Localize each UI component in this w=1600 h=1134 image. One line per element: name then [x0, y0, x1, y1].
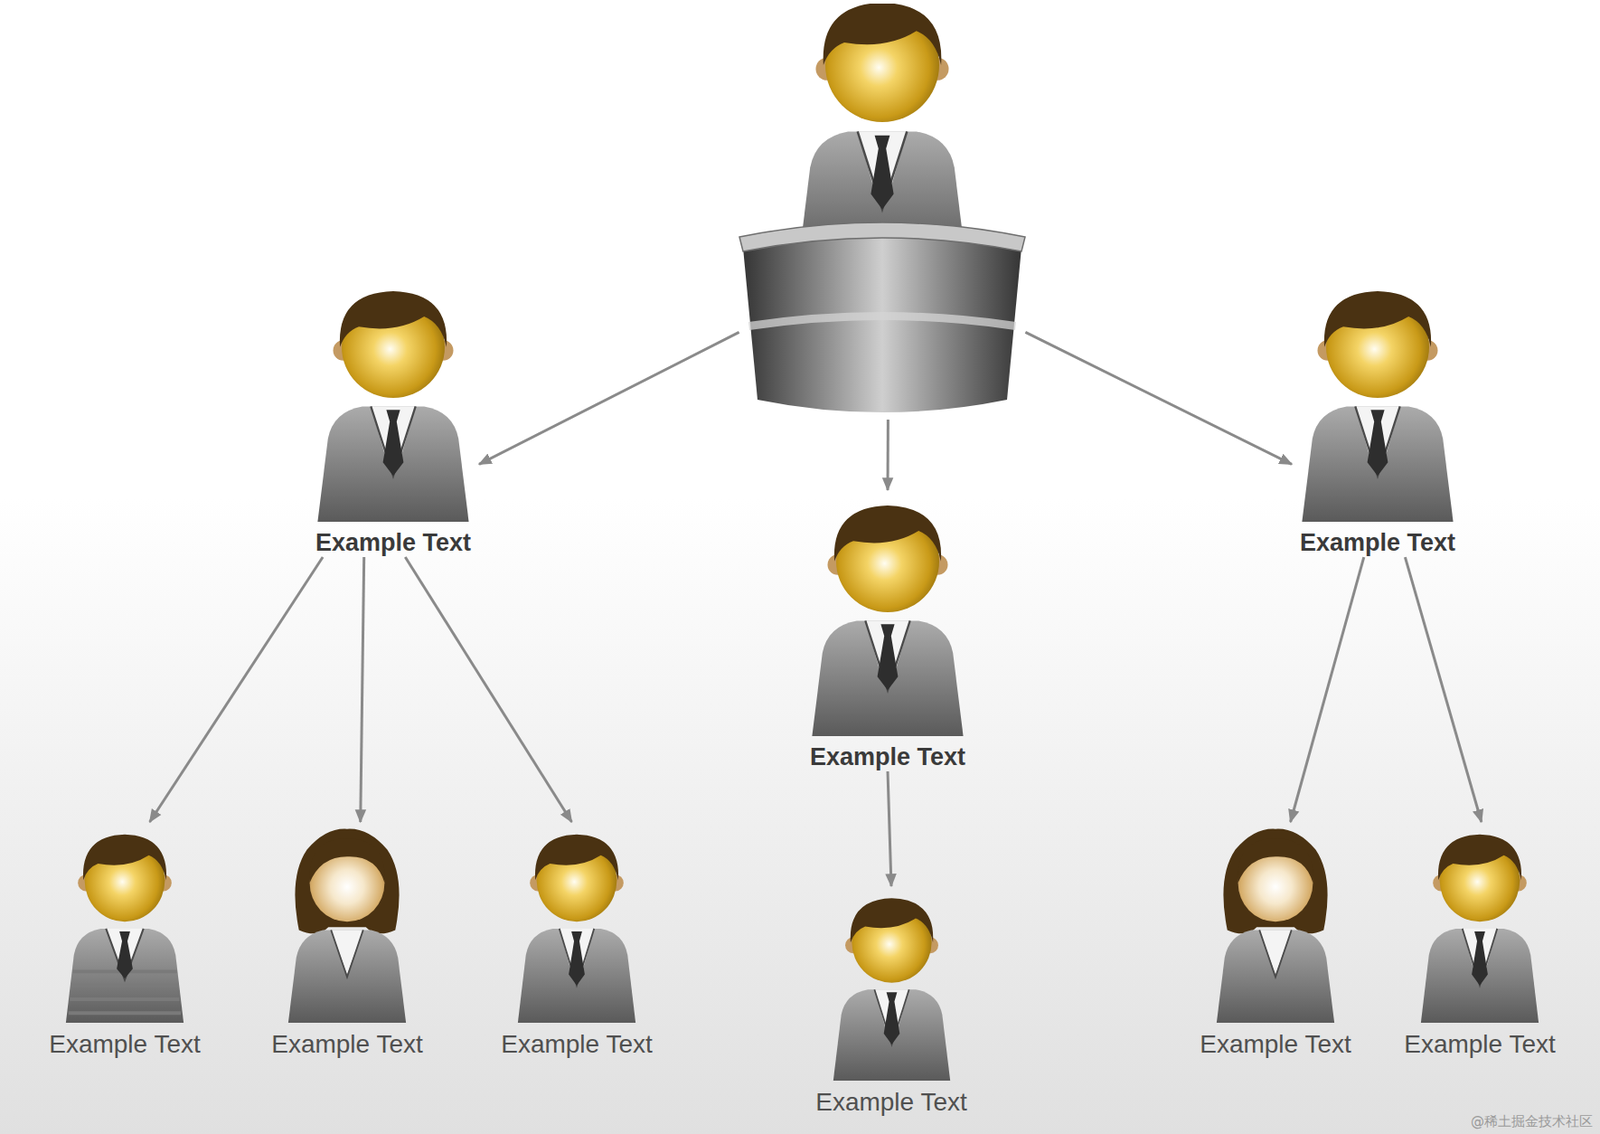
person-node: Example Text [808, 885, 975, 1117]
person-figure [801, 489, 974, 736]
person-label: Example Text [271, 1029, 424, 1059]
arrow-connector [1404, 556, 1481, 822]
arrow-connector [887, 771, 892, 886]
person-label: Example Text [1199, 1029, 1352, 1059]
person-node: Example Text [1396, 821, 1563, 1059]
arrow-connector [360, 556, 365, 822]
person-figure [280, 821, 415, 1023]
person-figure [307, 275, 480, 522]
person-node: Example Text [1291, 275, 1464, 557]
arrow-connector [1290, 556, 1365, 822]
watermark: @稀土掘金技术社区 [1470, 1112, 1593, 1130]
person-figure [825, 885, 959, 1081]
arrow-connector [886, 419, 890, 490]
leader-podium [737, 3, 1027, 420]
arrow-connector [150, 556, 324, 822]
person-figure [1412, 821, 1547, 1023]
person-figure [1208, 821, 1343, 1023]
person-node: Example Text [493, 821, 660, 1059]
person-node: Example Text [263, 821, 431, 1059]
person-label: Example Text [315, 528, 471, 557]
person-node: Example Text [801, 489, 974, 772]
podium-figure [737, 3, 1027, 420]
person-label: Example Text [48, 1029, 201, 1059]
person-label: Example Text [500, 1029, 653, 1059]
arrow-connector [1025, 331, 1292, 464]
person-label: Example Text [809, 743, 966, 772]
person-label: Example Text [1299, 528, 1456, 557]
person-node: Example Text [41, 821, 208, 1059]
person-figure [1291, 275, 1464, 522]
arrow-connector [404, 556, 572, 822]
person-figure [509, 821, 644, 1023]
person-label: Example Text [815, 1087, 968, 1117]
arrow-connector [479, 331, 740, 464]
person-figure [57, 821, 192, 1023]
person-node: Example Text [307, 275, 480, 557]
person-label: Example Text [1403, 1029, 1556, 1059]
person-node: Example Text [1192, 821, 1359, 1059]
